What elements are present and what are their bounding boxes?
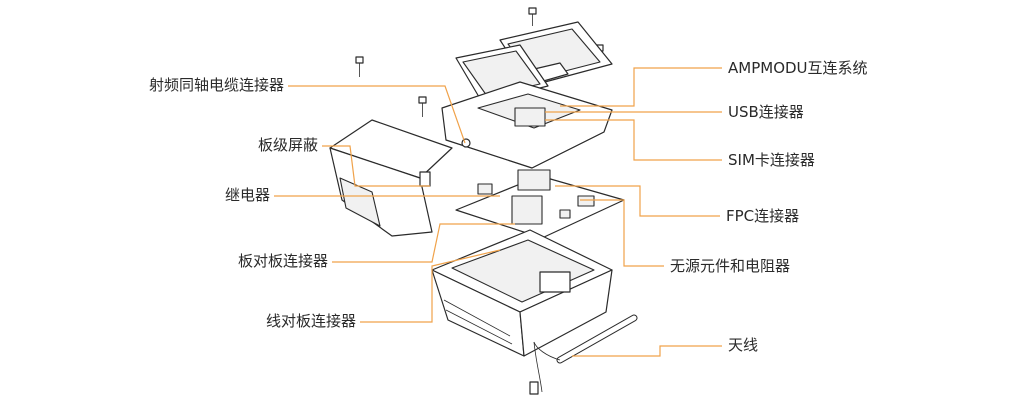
label-board-level-shield: 板级屏蔽 [257,136,318,154]
label-passive-components-resistors: 无源元件和电阻器 [670,257,791,275]
label-wire-to-board-connector: 线对板连接器 [265,312,356,330]
leader-b2b [332,223,515,263]
base-housing [431,229,613,357]
leader-w2b [360,249,501,323]
label-ampmodu-interconnect: AMPMODU互连系统 [728,59,868,77]
leader-ampmodu [560,67,722,107]
leader-fpc [555,185,720,217]
upper-housing [441,81,613,169]
shield-cover [329,119,453,237]
antenna [529,314,638,395]
leader-passive [580,199,664,267]
screw-top [528,7,537,26]
leader-sim [545,119,722,161]
leader-rf [288,85,466,144]
main-pcb [455,169,625,239]
label-antenna: 天线 [728,336,759,354]
label-sim-connector: SIM卡连接器 [728,151,815,169]
label-relay: 继电器 [224,186,270,204]
screw-mid [418,96,427,117]
label-rf-coax-connector: 射频同轴电缆连接器 [148,76,284,94]
label-usb-connector: USB连接器 [728,103,804,121]
leader-shield [322,145,430,187]
label-board-to-board-connector: 板对板连接器 [237,252,328,270]
leader-antenna [572,345,722,357]
label-fpc-connector: FPC连接器 [726,207,800,225]
screw-left [355,56,364,77]
